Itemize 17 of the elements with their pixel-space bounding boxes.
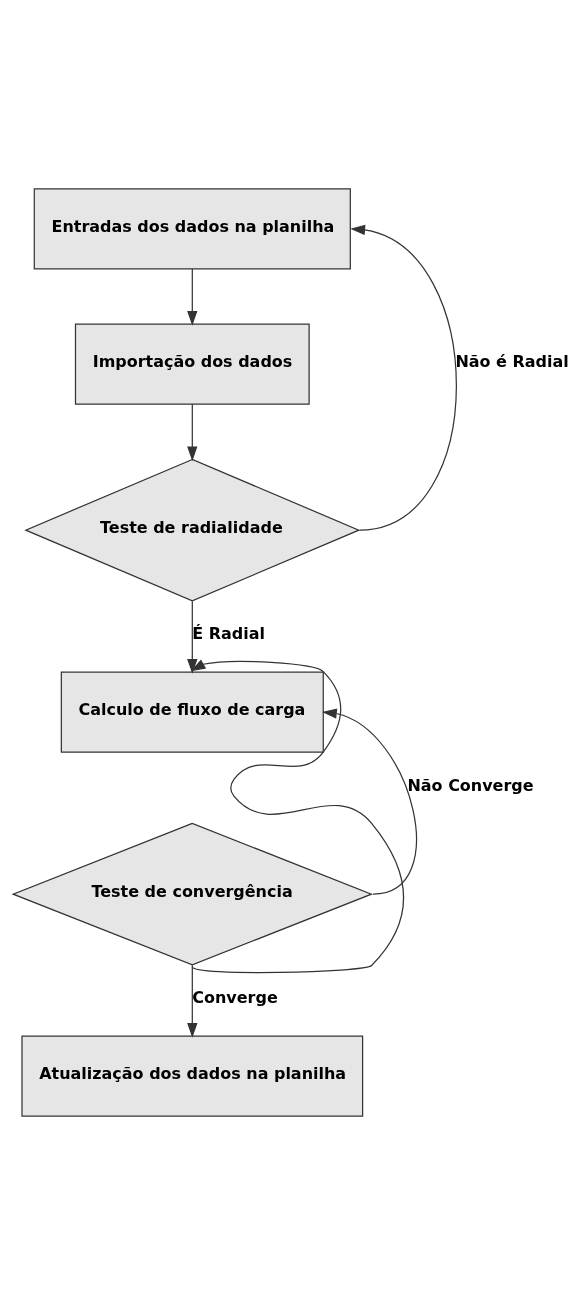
arrow bbox=[322, 707, 417, 895]
edge-label: Converge bbox=[192, 987, 278, 1007]
arrow bbox=[190, 658, 404, 973]
edge-label: Não Converge bbox=[407, 775, 534, 795]
arrow bbox=[187, 267, 198, 326]
node-box: Atualização dos dados na planilha bbox=[21, 1035, 364, 1117]
node-box: Entradas dos dados na planilha bbox=[33, 187, 351, 269]
node-box: Calculo de fluxo de carga bbox=[60, 671, 324, 753]
arrow bbox=[187, 600, 198, 674]
edge-label: Não é Radial bbox=[455, 351, 569, 371]
arrow bbox=[350, 224, 457, 531]
node-diamond: Teste de radialidade bbox=[24, 458, 361, 601]
arrow bbox=[187, 403, 198, 461]
node-box: Importação dos dados bbox=[74, 323, 310, 405]
node-diamond: Teste de convergência bbox=[11, 822, 374, 965]
arrow bbox=[187, 964, 198, 1038]
edge-label: É Radial bbox=[192, 623, 265, 643]
